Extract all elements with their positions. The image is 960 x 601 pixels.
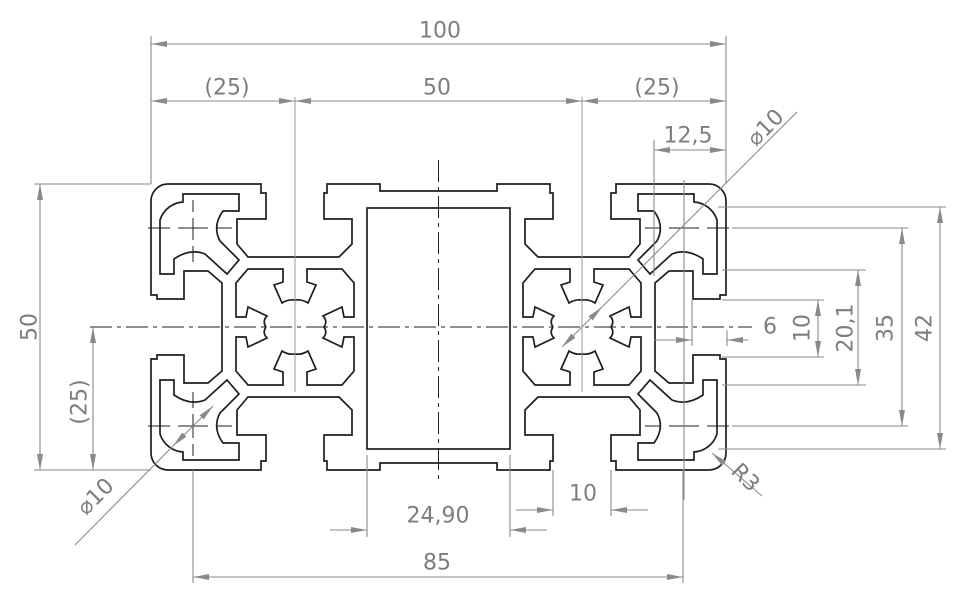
dim-height-label: 50: [18, 313, 43, 341]
dimension-lines: [34, 36, 946, 583]
dim-hole-width-label: 24,90: [407, 504, 470, 529]
dimension-labels: 100 (25) 50 (25) 12,5 ⌀10 50 (25) ⌀10 6 …: [18, 19, 938, 576]
dim-42-label: 42: [913, 314, 938, 342]
dim-corner-span-label: 85: [423, 551, 451, 576]
dim-overall-width-label: 100: [419, 19, 461, 44]
dim-left-offset-label: (25): [204, 76, 249, 101]
dim-slot-10-label: 10: [791, 314, 816, 342]
dim-right-offset-label: (25): [634, 76, 679, 101]
dim-radius-label: R3: [726, 459, 764, 497]
dim-35-label: 35: [874, 314, 899, 342]
dim-slot-6-label: 6: [763, 315, 777, 340]
dim-bottom-slot-label: 10: [569, 482, 597, 507]
dim-corner-offset-label: 12,5: [664, 124, 713, 149]
dim-cell-spacing-label: 50: [423, 76, 451, 101]
dim-half-height-label: (25): [68, 379, 93, 424]
dim-20-1-label: 20,1: [834, 304, 859, 353]
dim-corner-dia-bottom-label: ⌀10: [73, 474, 120, 521]
dim-corner-dia-top-label: ⌀10: [743, 105, 790, 152]
center-lines: [90, 97, 752, 482]
